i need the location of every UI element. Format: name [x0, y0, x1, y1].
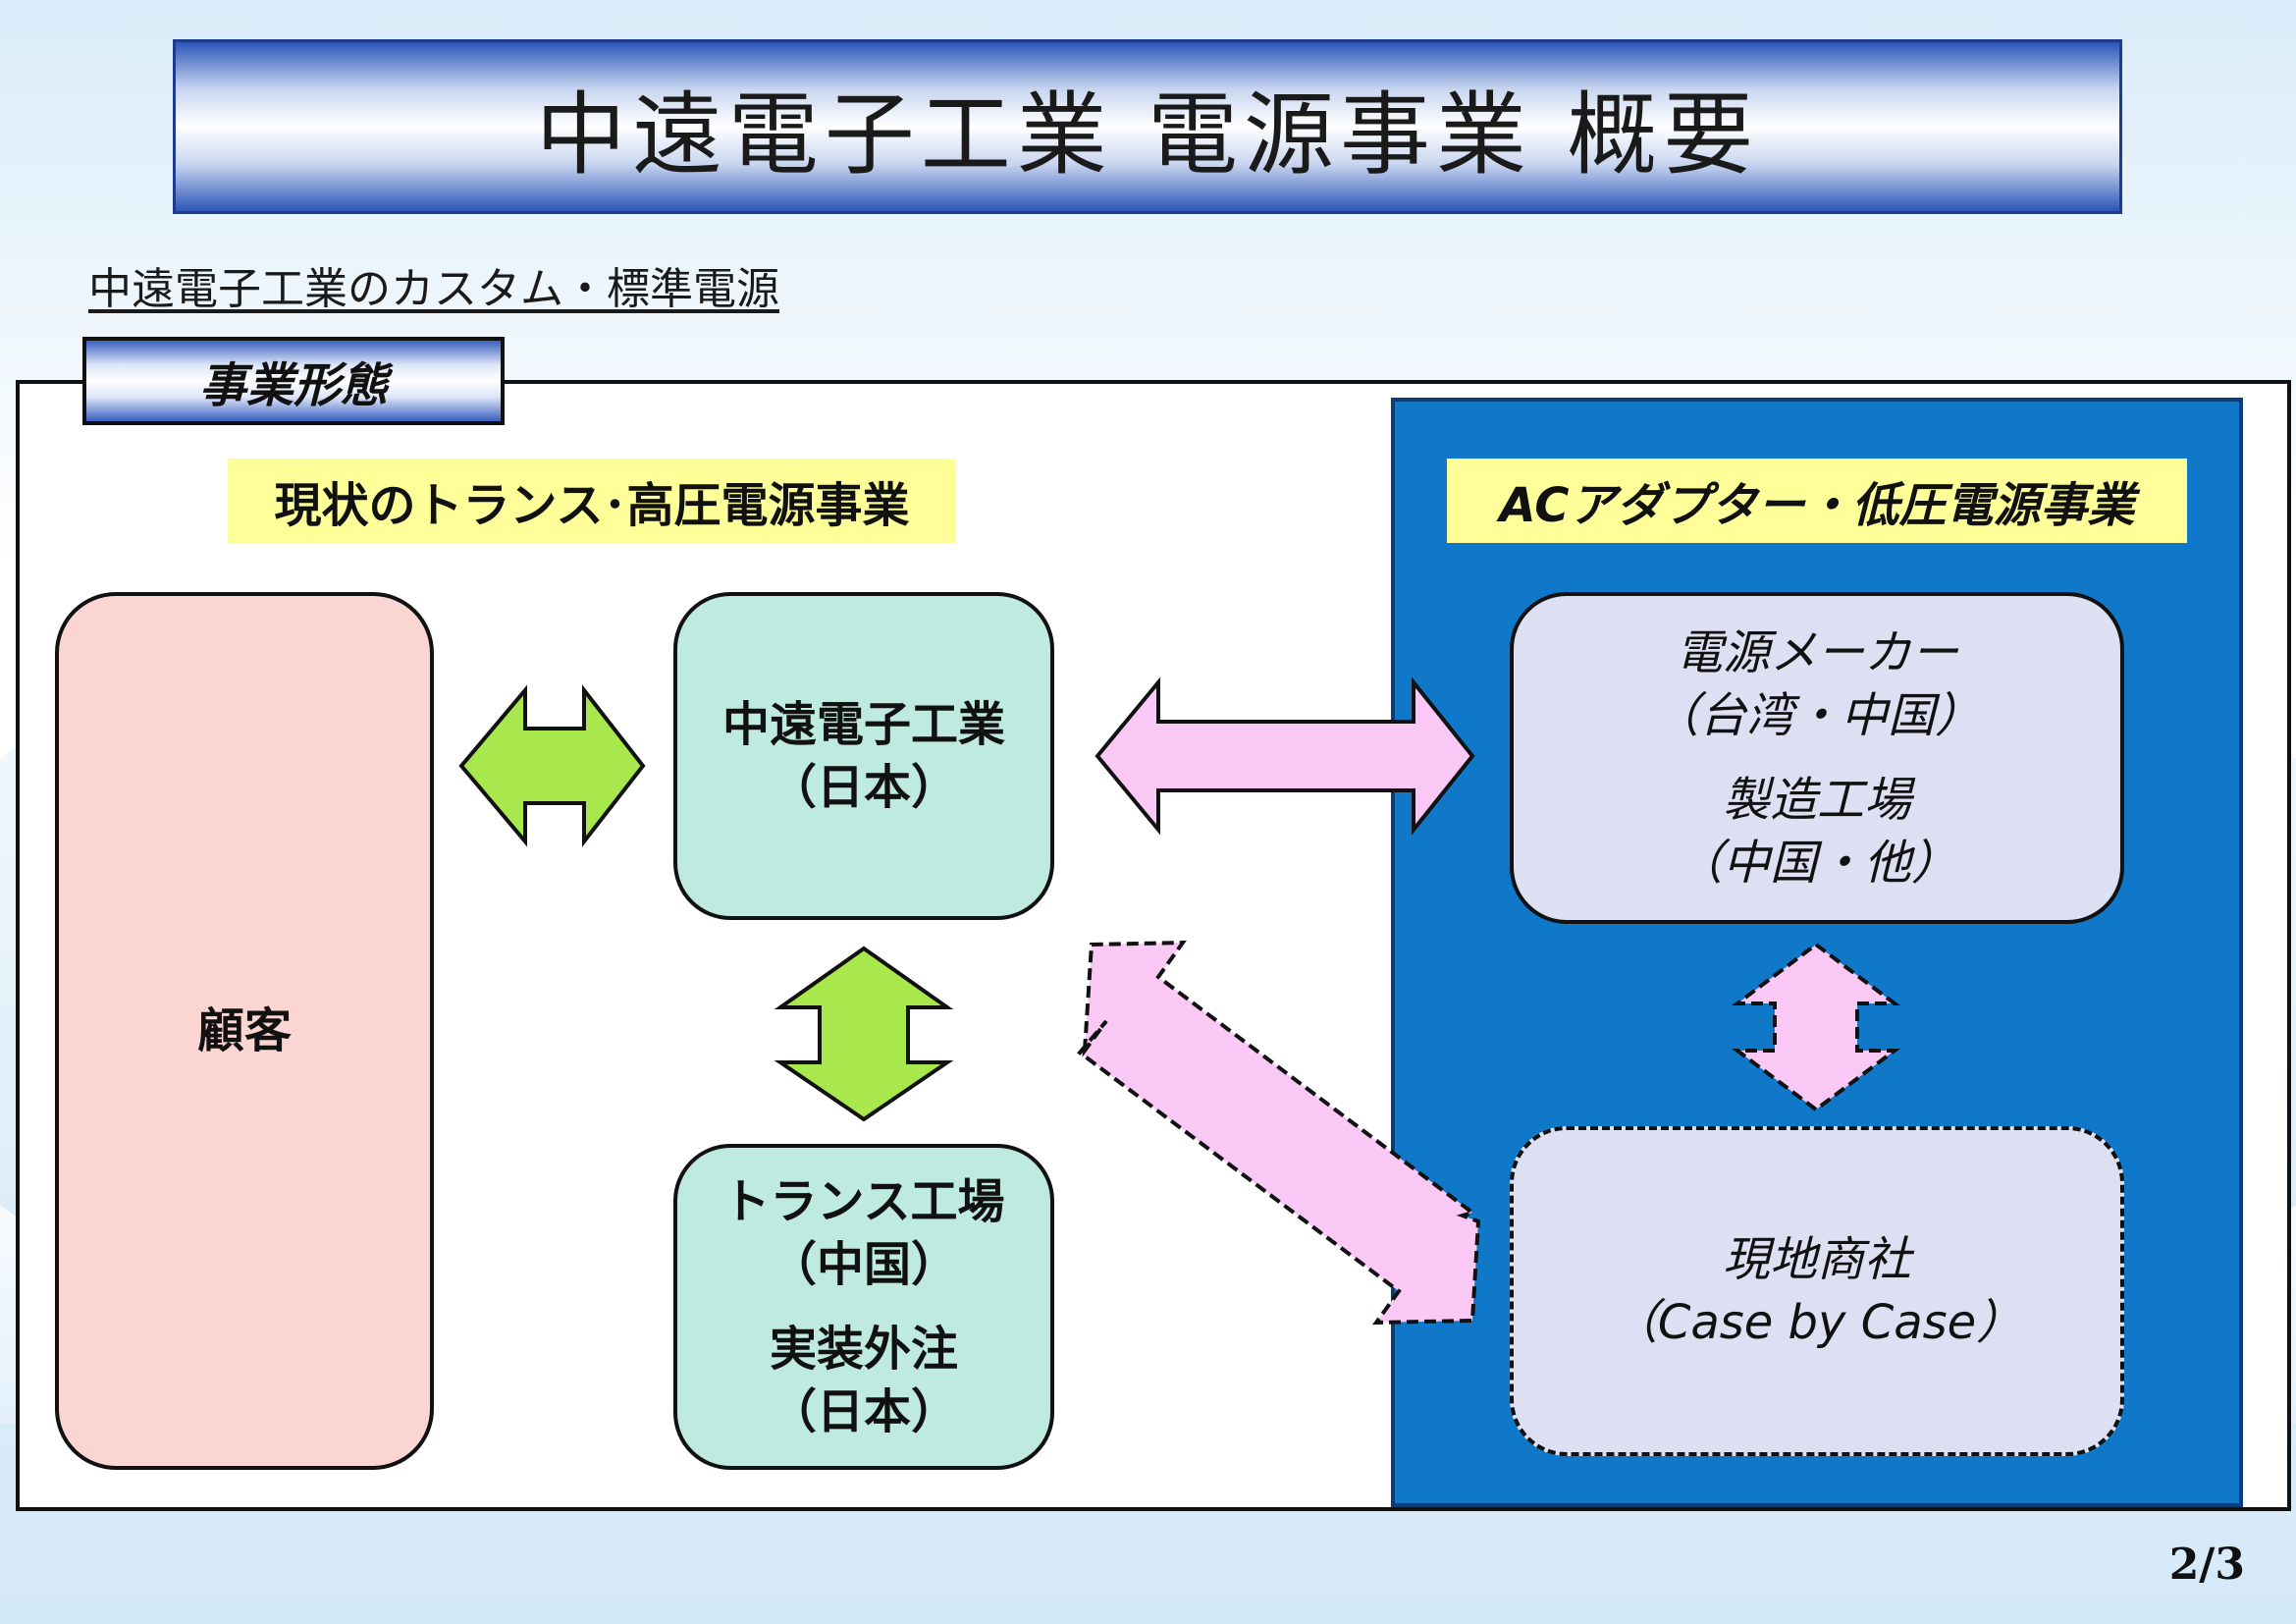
- arrow-maker-trader: [1732, 942, 1900, 1112]
- maker-name: 電源メーカー: [1675, 625, 1958, 680]
- section-label-right: ACアダプター・低圧電源事業: [1447, 459, 2187, 543]
- arrow-customer-chuo: [458, 684, 646, 847]
- chuo-electronics-node: 中遠電子工業 （日本）: [673, 592, 1054, 920]
- trader-note: （Case by Case）: [1610, 1295, 2024, 1350]
- arrow-chuo-trans: [774, 946, 954, 1122]
- power-maker-node: 電源メーカー （台湾・中国） 製造工場 （中国・他）: [1510, 592, 2124, 924]
- trans-factory-name: トランス工場: [722, 1174, 1005, 1229]
- subtitle: 中遠電子工業のカスタム・標準電源: [88, 264, 779, 314]
- page-number: 2/3: [2168, 1540, 2245, 1590]
- arrow-chuo-maker: [1095, 677, 1475, 836]
- factory-name: 製造工場: [1722, 773, 1911, 828]
- local-trader-node: 現地商社 （Case by Case）: [1510, 1126, 2124, 1456]
- customer-label: 顧客: [196, 1003, 292, 1058]
- business-form-tag: 事業形態: [82, 337, 505, 425]
- customer-node: 顧客: [55, 592, 434, 1470]
- factory-location: （中国・他）: [1675, 836, 1958, 891]
- chuo-name: 中遠電子工業: [721, 697, 1005, 752]
- chuo-location: （日本）: [769, 760, 958, 815]
- outsourcing-location: （日本）: [769, 1384, 958, 1439]
- trader-name: 現地商社: [1722, 1232, 1911, 1287]
- maker-location: （台湾・中国）: [1651, 688, 1982, 743]
- arrow-chuo-trader: [1077, 940, 1481, 1326]
- outsourcing-name: 実装外注: [769, 1322, 958, 1377]
- title-bar: 中遠電子工業 電源事業 概要: [173, 39, 2122, 214]
- trans-factory-location: （中国）: [769, 1237, 958, 1292]
- transformer-factory-node: トランス工場 （中国） 実装外注 （日本）: [673, 1144, 1054, 1470]
- section-label-left: 現状のトランス･高圧電源事業: [228, 459, 956, 543]
- tag-label: 事業形態: [198, 358, 388, 413]
- page-title: 中遠電子工業 電源事業 概要: [535, 81, 1760, 188]
